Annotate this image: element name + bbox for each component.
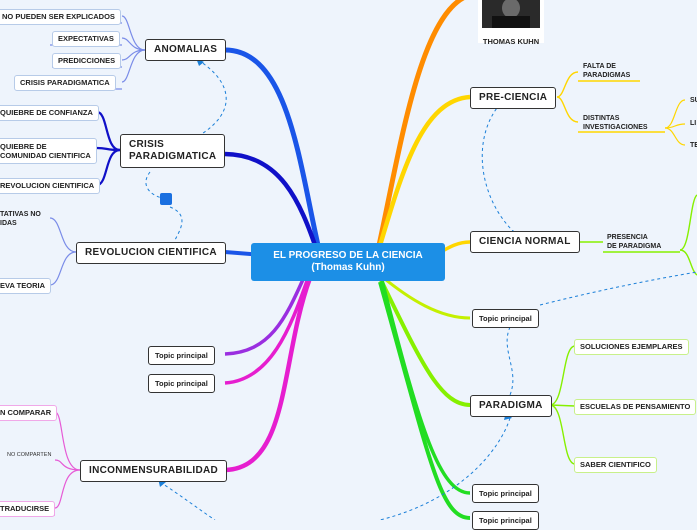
- subtopic-tentativas-line1: TATIVAS NO: [0, 211, 41, 218]
- topic-crisis-line2: PARADIGMATICA: [129, 151, 217, 162]
- subtopic-crisis-paradigmatica[interactable]: CRISIS PARADIGMATICA: [14, 75, 116, 91]
- subtopic-quiebre-comunidad-line1: QUIEBRE DE: [0, 142, 47, 151]
- relationship-handle[interactable]: [160, 193, 172, 205]
- thomas-kuhn-label: THOMAS KUHN: [482, 37, 540, 46]
- subtopic-falta-line2: PARADIGMAS: [583, 72, 631, 79]
- branch-anomalias: [224, 47, 323, 255]
- topic-crisis[interactable]: CRISIS PARADIGMATICA: [120, 134, 226, 168]
- portrait-image: [482, 0, 540, 28]
- topic-principal-right-1[interactable]: Topic principal: [472, 309, 539, 328]
- branch-thomas: [375, 0, 465, 251]
- topic-principal-left-1[interactable]: Topic principal: [148, 346, 215, 365]
- topic-preciencia[interactable]: PRE-CIENCIA: [470, 87, 557, 109]
- branch-preciencia: [375, 94, 471, 253]
- subtopic-distintas-line1: DISTINTAS: [583, 115, 620, 122]
- subtopic-expectativas[interactable]: EXPECTATIVAS: [52, 31, 120, 47]
- branch-incon: [224, 277, 313, 473]
- subtopic-cut-2[interactable]: LI: [690, 120, 697, 127]
- subtopic-revolucion-cientifica[interactable]: REVOLUCION CIENTIFICA: [0, 178, 101, 194]
- branch-topic5: [378, 281, 471, 520]
- topic-inconmensurabilidad[interactable]: INCONMENSURABILIDAD: [80, 460, 228, 482]
- central-topic-title: EL PROGRESO DE LA CIENCIA: [273, 250, 423, 261]
- branch-paradigma: [378, 277, 471, 407]
- topic-principal-right-3[interactable]: Topic principal: [472, 511, 539, 530]
- subtopic-comparar[interactable]: N COMPARAR: [0, 405, 58, 421]
- topic-ciencia-normal[interactable]: CIENCIA NORMAL: [470, 231, 580, 253]
- subtopic-no-comparten[interactable]: NO COMPARTEN: [7, 452, 52, 458]
- topic-anomalias[interactable]: ANOMALIAS: [145, 39, 227, 61]
- subtopic-quiebre-comunidad[interactable]: QUIEBRE DE COMUNIDAD CIENTIFICA: [0, 138, 97, 164]
- subtopic-no-pueden[interactable]: NO PUEDEN SER EXPLICADOS: [0, 9, 121, 25]
- subtopic-tentativas-line2: IDAS: [0, 220, 17, 227]
- subtopic-quiebre-comunidad-line2: COMUNIDAD CIENTIFICA: [0, 151, 91, 160]
- subtopic-nueva-teoria[interactable]: EVA TEORIA: [0, 278, 52, 294]
- branch-topic2: [224, 277, 310, 385]
- subtopic-presencia-paradigma[interactable]: PRESENCIA DE PARADIGMA: [607, 233, 661, 251]
- topic-paradigma[interactable]: PARADIGMA: [470, 395, 552, 417]
- subtopic-distintas[interactable]: DISTINTAS INVESTIGACIONES: [583, 114, 648, 132]
- branch-topic3: [379, 273, 471, 320]
- subtopic-distintas-line2: INVESTIGACIONES: [583, 124, 648, 131]
- subtopic-falta-paradigmas[interactable]: FALTA DE PARADIGMAS: [583, 62, 630, 80]
- branch-topic1: [224, 274, 307, 356]
- subtopic-predicciones[interactable]: PREDICCIONES: [52, 53, 122, 69]
- topic-crisis-line1: CRISIS: [129, 139, 165, 150]
- branch-crisis: [224, 151, 321, 255]
- topic-principal-right-2[interactable]: Topic principal: [472, 484, 539, 503]
- central-topic[interactable]: EL PROGRESO DE LA CIENCIA (Thomas Kuhn): [251, 243, 445, 281]
- subtopic-traducirse[interactable]: TRADUCIRSE: [0, 501, 56, 517]
- subtopic-saber[interactable]: SABER CIENTIFICO: [574, 457, 657, 473]
- subtopic-presencia-line1: PRESENCIA: [607, 234, 648, 241]
- subtopic-presencia-line2: DE PARADIGMA: [607, 243, 662, 250]
- central-topic-subtitle: (Thomas Kuhn): [311, 262, 385, 273]
- subtopic-tentativas[interactable]: TATIVAS NO IDAS: [0, 210, 41, 228]
- subtopic-falta-line1: FALTA DE: [583, 63, 616, 70]
- topic-principal-left-2[interactable]: Topic principal: [148, 374, 215, 393]
- subtopic-cut-3[interactable]: TE: [690, 142, 697, 149]
- subtopic-quiebre-confianza[interactable]: QUIEBRE DE CONFIANZA: [0, 105, 99, 121]
- subtopic-escuelas[interactable]: ESCUELAS DE PENSAMIENTO: [574, 399, 697, 415]
- thomas-kuhn-card[interactable]: THOMAS KUHN: [478, 0, 544, 46]
- subtopic-soluciones[interactable]: SOLUCIONES EJEMPLARES: [574, 339, 689, 355]
- topic-revolucion[interactable]: REVOLUCION CIENTIFICA: [76, 242, 226, 264]
- subtopic-cut-1[interactable]: SU: [690, 97, 697, 104]
